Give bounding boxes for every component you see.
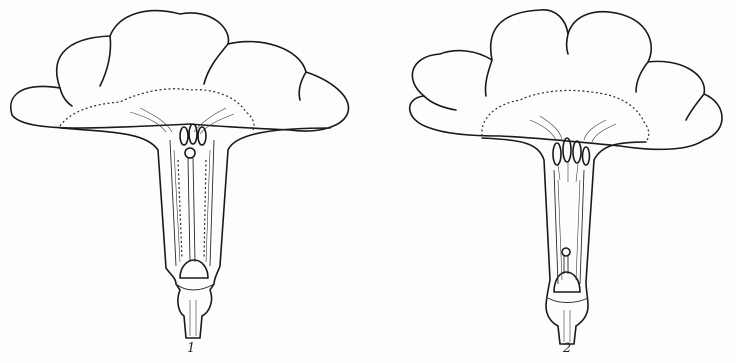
corolla-tube-1 <box>60 128 330 338</box>
style-1 <box>188 158 195 262</box>
figure-label-1: 1 <box>187 341 195 356</box>
flower-section-1 <box>11 11 349 338</box>
corolla-limb-1 <box>11 11 349 131</box>
corolla-limb-2 <box>410 10 722 150</box>
stigma-2 <box>562 248 570 256</box>
ovary-1 <box>180 260 208 278</box>
stigma-1 <box>185 148 195 158</box>
figure-label-2: 2 <box>563 341 571 356</box>
corolla-eye-2 <box>482 90 649 142</box>
anthers-1 <box>180 124 206 145</box>
flower-section-2 <box>410 10 722 344</box>
